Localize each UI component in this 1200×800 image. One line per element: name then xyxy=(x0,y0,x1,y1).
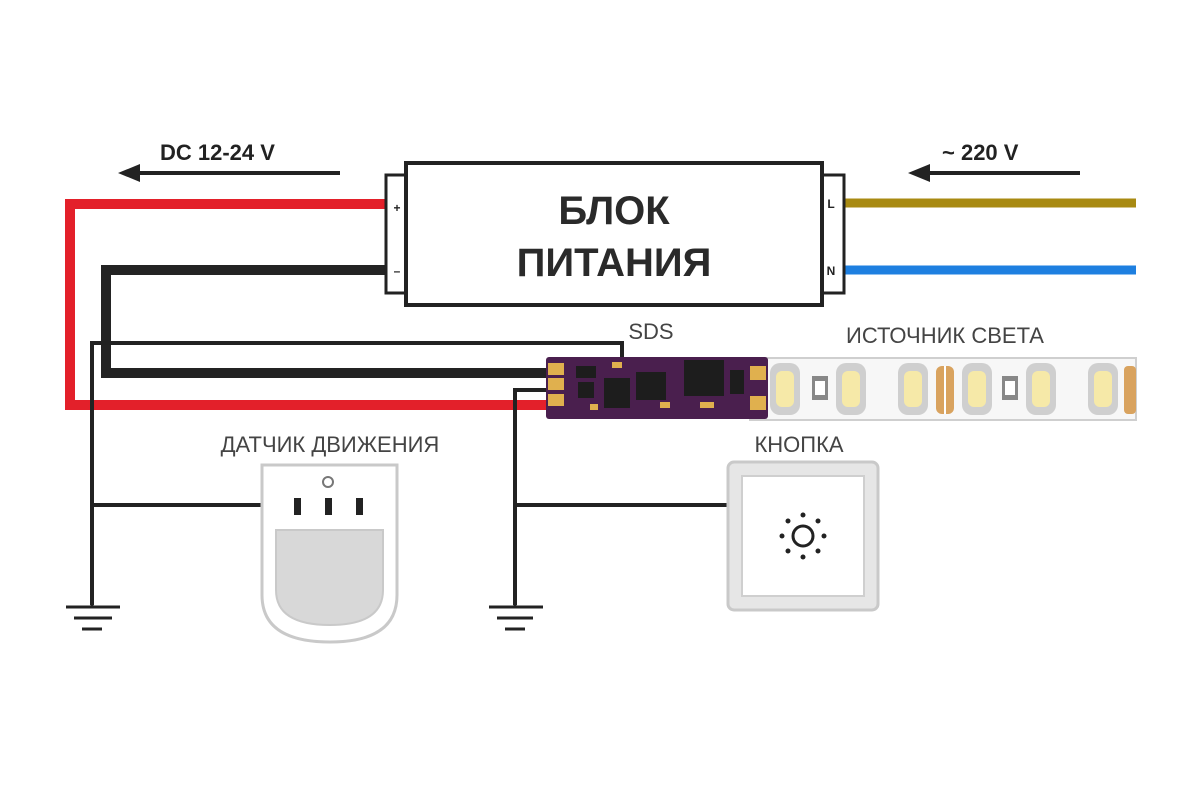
psu-l-terminal: L xyxy=(827,197,834,211)
negative-wire xyxy=(101,265,552,378)
light-icon xyxy=(779,512,827,560)
solder-pads xyxy=(1124,366,1136,414)
resistor xyxy=(1002,376,1018,400)
psu-plus-terminal: + xyxy=(393,201,400,215)
button-signal-wire xyxy=(513,388,552,605)
input-voltage-arrow: ~ 220 V xyxy=(908,140,1080,182)
led-chip xyxy=(836,363,866,415)
motion-sensor xyxy=(260,463,399,644)
button-switch xyxy=(726,460,880,612)
motion-sensor-label: ДАТЧИК ДВИЖЕНИЯ xyxy=(221,432,440,457)
ground-icon xyxy=(66,598,120,631)
light-source-label: ИСТОЧНИК СВЕТА xyxy=(846,323,1044,348)
sensor-signal-wire xyxy=(90,341,624,605)
resistor xyxy=(812,376,828,400)
led-strip xyxy=(749,357,1137,421)
led-chip xyxy=(962,363,992,415)
led-chip xyxy=(1088,363,1118,415)
psu-title-line1: БЛОК xyxy=(558,189,670,233)
output-voltage-label: DC 12-24 V xyxy=(160,140,275,165)
sds-label: SDS xyxy=(628,319,673,344)
solder-pads xyxy=(936,366,954,414)
sds-controller xyxy=(546,357,768,419)
psu-title-line2: ПИТАНИЯ xyxy=(517,241,712,285)
psu-n-terminal: N xyxy=(827,264,836,278)
output-voltage-arrow: DC 12-24 V xyxy=(118,140,340,182)
power-supply: БЛОК ПИТАНИЯ + – L N xyxy=(384,161,846,307)
led-chip xyxy=(898,363,928,415)
ground-icon xyxy=(489,598,543,631)
psu-minus-terminal: – xyxy=(394,264,401,278)
input-voltage-label: ~ 220 V xyxy=(942,140,1019,165)
led-chip xyxy=(1026,363,1056,415)
positive-wire xyxy=(65,199,552,410)
button-label: КНОПКА xyxy=(754,432,843,457)
led-chip xyxy=(770,363,800,415)
